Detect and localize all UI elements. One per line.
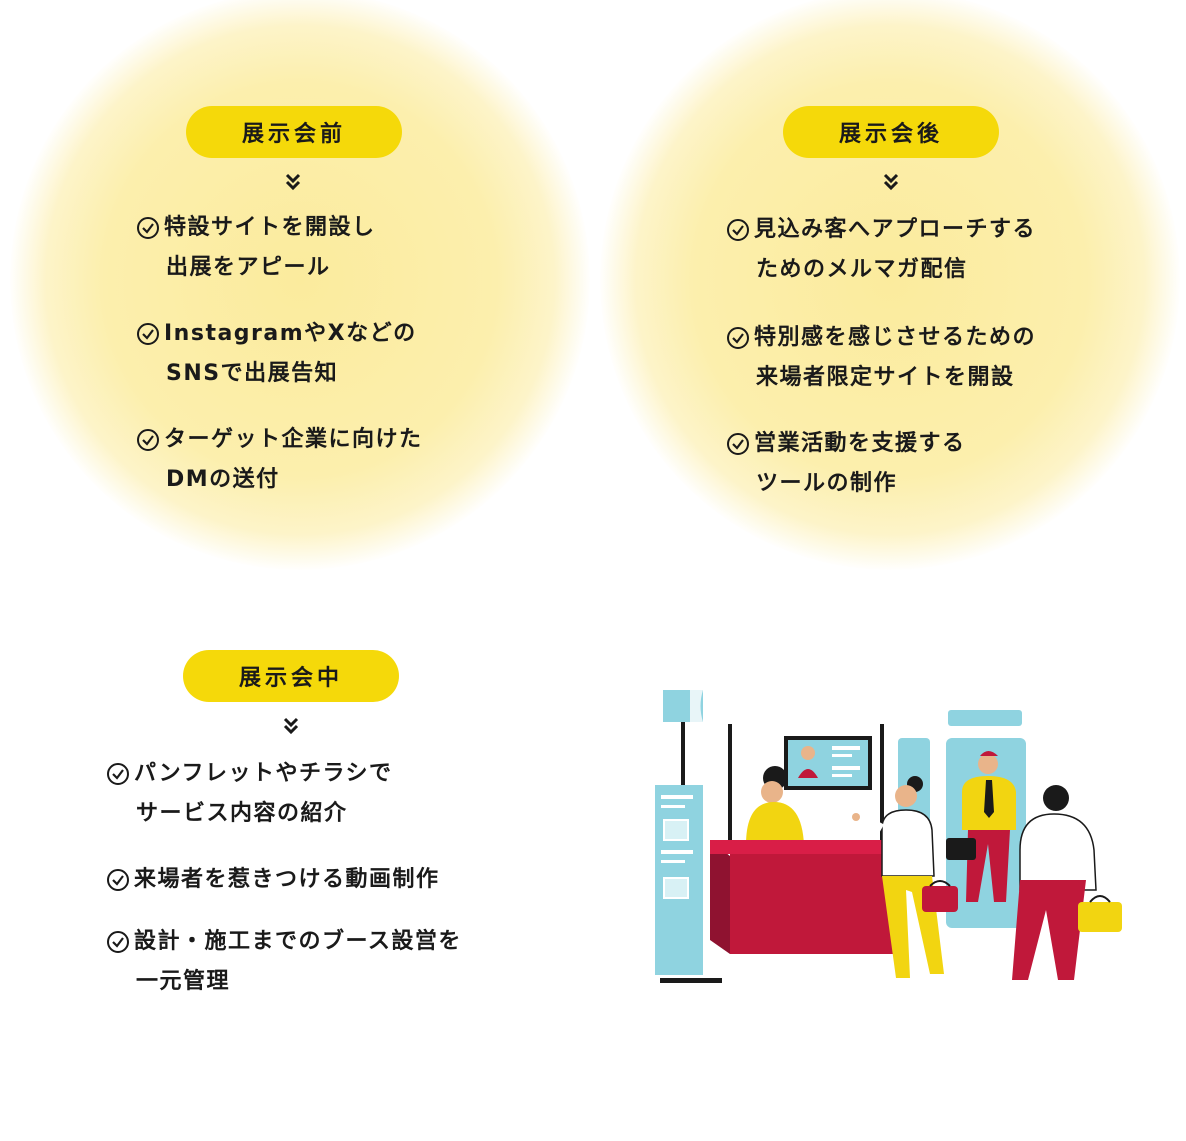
item-text-line2: サービス内容の紹介 [136, 801, 348, 826]
receptionist [746, 766, 804, 845]
item-text-line2: DMの送付 [166, 467, 280, 492]
before-item-1: 特設サイトを開設し 出展をアピール [136, 208, 376, 288]
check-circle-icon [107, 931, 129, 953]
check-circle-icon [727, 327, 749, 349]
item-text-line2: 出展をアピール [166, 255, 331, 280]
after-item-2: 特別感を感じさせるための 来場者限定サイトを開設 [726, 318, 1036, 398]
exhibition-booth-illustration [655, 690, 1122, 983]
item-text-line1: 特別感を感じさせるための [754, 325, 1037, 350]
during-item-1: パンフレットやチラシで サービス内容の紹介 [106, 754, 393, 834]
before-title-pill: 展示会前 [186, 106, 402, 158]
item-text-line2: 来場者限定サイトを開設 [756, 365, 1015, 390]
after-title: 展示会後 [838, 122, 943, 147]
after-item-3: 営業活動を支援する ツールの制作 [726, 424, 966, 504]
after-glow [600, 0, 1180, 570]
check-circle-icon [107, 763, 129, 785]
after-item-1: 見込み客へアプローチする ためのメルマガ配信 [726, 210, 1036, 290]
during-item-2: 来場者を惹きつける動画制作 [106, 860, 440, 900]
check-circle-icon [137, 429, 159, 451]
item-text-line1: ターゲット企業に向けた [164, 427, 423, 452]
woman-with-bag [852, 776, 958, 978]
during-title: 展示会中 [238, 666, 343, 691]
before-glow [10, 0, 590, 570]
tv-screen [784, 736, 872, 790]
item-text-line1: 設計・施工までのブース設営を [134, 929, 462, 954]
double-chevron-down-icon [283, 717, 299, 735]
during-title-pill: 展示会中 [183, 650, 399, 702]
item-text-line2: 一元管理 [136, 969, 231, 994]
item-text-line1: InstagramやXなどの [164, 321, 417, 346]
item-text-line1: 来場者を惹きつける動画制作 [134, 867, 440, 892]
check-circle-icon [137, 323, 159, 345]
man-walking [1012, 785, 1122, 980]
standing-poster [655, 785, 722, 983]
check-circle-icon [137, 217, 159, 239]
check-circle-icon [727, 433, 749, 455]
before-title: 展示会前 [241, 122, 346, 147]
item-text-line2: ツールの制作 [756, 471, 898, 496]
back-panel-1 [948, 710, 1022, 726]
double-chevron-down-icon [883, 173, 899, 191]
during-item-3: 設計・施工までのブース設営を 一元管理 [106, 922, 462, 1002]
item-text-line2: SNSで出展告知 [166, 361, 339, 386]
after-title-pill: 展示会後 [783, 106, 999, 158]
reception-desk [710, 840, 900, 954]
man-with-briefcase [946, 751, 1016, 902]
check-circle-icon [107, 869, 129, 891]
item-text-line1: パンフレットやチラシで [134, 761, 393, 786]
booth-pole-right [880, 724, 884, 854]
flag-banner [663, 690, 703, 792]
before-item-2: InstagramやXなどの SNSで出展告知 [136, 314, 417, 394]
item-text-line1: 特設サイトを開設し [164, 215, 376, 240]
item-text-line1: 見込み客へアプローチする [754, 217, 1037, 242]
before-item-3: ターゲット企業に向けた DMの送付 [136, 420, 423, 500]
item-text-line2: ためのメルマガ配信 [756, 257, 968, 282]
booth-pole-left [728, 724, 732, 854]
item-text-line1: 営業活動を支援する [754, 431, 966, 456]
check-circle-icon [727, 219, 749, 241]
double-chevron-down-icon [285, 173, 301, 191]
